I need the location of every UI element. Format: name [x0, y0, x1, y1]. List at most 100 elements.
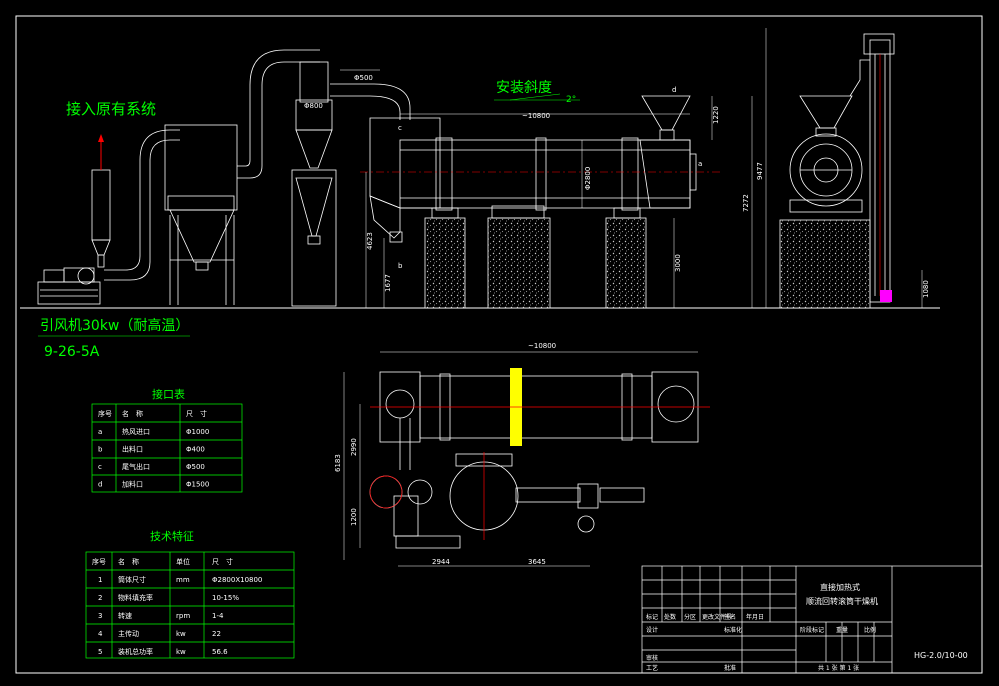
dim-h7272: 7272 [742, 194, 750, 212]
connect-original-note: 接入原有系统 [66, 100, 156, 118]
tech-cell: 筒体尺寸 [118, 575, 146, 584]
fan-duct [104, 139, 180, 281]
tech-cell: 5 [98, 648, 102, 656]
title-block-grid [641, 565, 983, 674]
elevation-dim-lines [340, 28, 923, 308]
title-line-1: 直接加热式 [820, 582, 860, 592]
interface-table-cells: 序号 名 称 尺 寸 a 热风进口 Φ1000 b 出料口 Φ400 c 尾气出口 Φ500 d 加料口 Φ… [98, 409, 209, 489]
tech-cell: 转速 [118, 611, 132, 620]
dryer-cyclone-duct [330, 95, 401, 120]
interface-header-cell: 名 称 [122, 409, 143, 418]
chimney [91, 169, 111, 268]
title-block-cell: 年月日 [746, 613, 764, 621]
title-block-cell: 重量 [836, 626, 848, 634]
title-block-cell: 工艺 [646, 664, 658, 672]
elevator-motor [880, 290, 892, 302]
label-d: d [672, 86, 676, 94]
support-bases [424, 217, 871, 309]
fan-model-note: 9-26-5A [44, 344, 100, 360]
dim-w2944: 2944 [432, 558, 450, 566]
title-block-cell: 比例 [864, 626, 876, 634]
interface-cell: 尾气出口 [122, 462, 150, 471]
dim-length-top: ~10800 [522, 112, 550, 120]
interface-cell: b [98, 446, 103, 454]
burner-unit [789, 95, 863, 213]
interface-cell: 出料口 [122, 445, 143, 454]
interface-cell: 加料口 [122, 480, 143, 489]
tech-cell: 4 [98, 630, 103, 638]
dim-h6183: 6183 [334, 454, 342, 472]
slope-angle: 2° [566, 95, 576, 105]
dim-h9477: 9477 [756, 162, 764, 180]
dim-h1220: 1220 [712, 106, 720, 124]
dim-h1200: 1200 [350, 508, 358, 526]
dim-length-plan: ~10800 [528, 342, 556, 350]
dim-phi500: Φ500 [354, 74, 373, 82]
tech-header-cell: 名 称 [118, 557, 139, 566]
dim-h4623: 4623 [366, 232, 374, 250]
interface-cell: a [98, 428, 102, 436]
interface-header-cell: 序号 [98, 409, 112, 418]
title-block-cell: 标准化 [724, 626, 742, 634]
title-block-cell: 处数 [664, 613, 676, 621]
interface-cell: Φ1500 [186, 481, 209, 489]
tech-cell: 装机总功率 [118, 647, 153, 656]
title-block-cell: 更改文件号 [702, 613, 732, 621]
interface-cell: c [98, 463, 102, 471]
interface-cell: Φ400 [186, 446, 205, 454]
title-line-2: 顺流回转滚筒干燥机 [806, 596, 878, 606]
bag-filter [164, 124, 238, 305]
label-a-top: a [698, 160, 702, 168]
interface-cell: Φ500 [186, 463, 205, 471]
tech-cell: 56.6 [212, 648, 228, 656]
tech-table-title: 技术特征 [150, 529, 194, 543]
tech-cell: 1 [98, 576, 102, 584]
tech-cell: 3 [98, 612, 102, 620]
tech-cell: 物料填充率 [118, 593, 153, 602]
interface-cell: 热风进口 [122, 427, 150, 436]
filter-cyclone-duct [237, 61, 320, 179]
label-c: c [398, 124, 402, 132]
plan-dim-lines [343, 351, 698, 567]
tech-header-cell: 尺 寸 [212, 557, 233, 566]
dim-h3000: 3000 [674, 254, 682, 272]
fan-name-note: 引风机30kw（耐高温） [40, 317, 189, 334]
interface-table-title: 接口表 [152, 387, 185, 401]
tech-cell: 2 [98, 594, 102, 602]
dim-h1080: 1080 [922, 280, 930, 298]
title-block-cell: 阶段标记 [800, 626, 824, 634]
install-slope-note: 安装斜度 [496, 80, 552, 96]
title-block-cell: 标记 [646, 613, 658, 621]
title-block-cell: 设计 [646, 626, 658, 634]
drawing-border [15, 15, 983, 674]
title-block-cell: 批准 [724, 664, 736, 672]
tech-cell: 10-15% [212, 594, 239, 602]
tech-cell: 22 [212, 630, 221, 638]
cyclone [291, 61, 337, 307]
title-block-cells: 标记处数分区更改文件号签名 年月日设计 标准化审核工艺 批准 阶段标记 重量 比例 [646, 613, 876, 672]
plan-view [369, 371, 699, 549]
interface-table-grid [91, 403, 243, 493]
dim-w3645: 3645 [528, 558, 546, 566]
dim-h1677: 1677 [384, 274, 392, 292]
dim-phi2800: Φ2800 [584, 167, 592, 190]
tech-cell: Φ2800X10800 [212, 576, 262, 584]
interface-header-cell: 尺 寸 [186, 409, 207, 418]
interface-cell: d [98, 481, 102, 489]
dim-h2990: 2990 [350, 438, 358, 456]
dim-phi800: Φ800 [304, 102, 323, 110]
slope-indicator [494, 93, 580, 101]
rotary-dryer-drum [369, 117, 697, 243]
title-block-cell: 审核 [646, 654, 658, 662]
tech-cell: 主传动 [118, 629, 139, 638]
interface-cell: Φ1000 [186, 428, 209, 436]
title-block-cell: 分区 [684, 613, 696, 621]
label-b: b [398, 262, 403, 270]
tech-cell: kw [176, 648, 186, 656]
bucket-elevator [849, 33, 895, 303]
tech-header-cell: 单位 [176, 557, 190, 566]
drawing-number: HG-2.0/10-00 [914, 651, 968, 660]
title-block-cell: 签名 [724, 613, 736, 621]
induced-draft-fan [37, 267, 101, 305]
